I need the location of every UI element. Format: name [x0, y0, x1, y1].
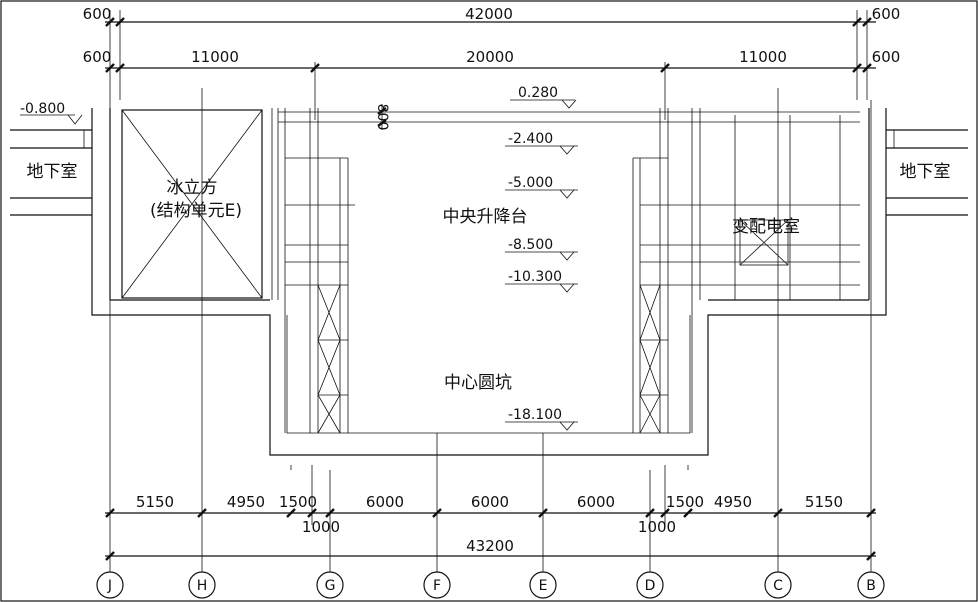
dim-bottom-total: 43200: [466, 537, 514, 555]
svg-text:F: F: [433, 578, 441, 594]
svg-text:D: D: [645, 578, 656, 594]
dim-vertical-800: 800: [374, 104, 390, 131]
dim-bottom-0: 5150: [136, 493, 174, 511]
top-dimension-row-1: 42000 600 600: [83, 5, 901, 100]
ice-cube-block: 冰立方 (结构单元E): [121, 108, 279, 300]
dim-bottom-3: 6000: [366, 493, 404, 511]
axis-bubble-g: G: [316, 571, 344, 599]
dim-800: 800: [374, 104, 390, 131]
level-5: -10.300: [508, 269, 562, 285]
svg-text:C: C: [773, 578, 783, 594]
dim-top2-right-edge: 600: [872, 48, 901, 66]
top-dimension-row-2: 600 11000 20000 11000 600: [83, 48, 901, 120]
structure-outline: [91, 108, 887, 456]
svg-text:J: J: [107, 578, 112, 594]
dim-bottom-1: 4950: [227, 493, 265, 511]
right-basement: 地下室: [885, 129, 968, 216]
dim-top-left-edge: 600: [83, 5, 112, 23]
axis-bubble-b: B: [857, 571, 885, 599]
dim-bottom-2: 1500: [279, 493, 317, 511]
bottom-dimension-row-1: 5150 4950 1500 6000 6000 6000 1500 4950 …: [105, 493, 876, 536]
room-basement-left: 地下室: [27, 162, 78, 182]
svg-text:H: H: [197, 578, 208, 594]
room-substation: 变配电室: [732, 217, 800, 237]
level-3: -5.000: [508, 175, 553, 191]
level-6: -18.100: [508, 407, 562, 423]
right-truss: [632, 108, 860, 434]
dim-bottom-7: 4950: [714, 493, 752, 511]
room-central-lift: 中央升降台: [443, 207, 528, 227]
level-1: 0.280: [518, 85, 558, 101]
dim-bottom-8: 5150: [805, 493, 843, 511]
left-truss: [278, 108, 860, 434]
axis-bubble-f: F: [423, 571, 451, 599]
level-basement: -0.800: [20, 101, 65, 117]
dim-top2-right: 11000: [739, 48, 787, 66]
axis-bubble-e: E: [529, 571, 557, 599]
svg-text:E: E: [539, 578, 548, 594]
dim-top2-left: 11000: [191, 48, 239, 66]
level-4: -8.500: [508, 237, 553, 253]
room-ice-cube-sub: (结构单元E): [150, 201, 242, 221]
dim-bottom-4: 6000: [471, 493, 509, 511]
dim-bottom-small-left: 1000: [302, 518, 340, 536]
dim-bottom-5: 6000: [577, 493, 615, 511]
room-ice-cube: 冰立方: [167, 178, 218, 198]
level-markers: 0.280 -2.400 -5.000 -8.500 -10.300 -18.1…: [505, 85, 578, 431]
axis-bubble-d: D: [636, 571, 664, 599]
bottom-dimension-row-2: 43200: [105, 537, 876, 561]
grid-lines: [109, 88, 872, 572]
axis-bubbles: J H G F E D C B: [96, 571, 885, 599]
dim-top2-center: 20000: [466, 48, 514, 66]
svg-text:B: B: [866, 578, 876, 594]
axis-bubble-h: H: [188, 571, 216, 599]
axis-bubble-c: C: [764, 571, 792, 599]
dim-top-right-edge: 600: [872, 5, 901, 23]
dim-bottom-6: 1500: [666, 493, 704, 511]
level-2: -2.400: [508, 131, 553, 147]
dim-bottom-small-right: 1000: [638, 518, 676, 536]
left-basement: -0.800 地下室: [10, 101, 93, 216]
axis-bubble-j: J: [96, 571, 124, 599]
dim-top2-left-edge: 600: [83, 48, 112, 66]
room-central-pit: 中心圆坑: [444, 373, 512, 393]
room-basement-right: 地下室: [900, 162, 951, 182]
dim-top-total: 42000: [465, 5, 513, 23]
svg-text:G: G: [325, 578, 336, 594]
